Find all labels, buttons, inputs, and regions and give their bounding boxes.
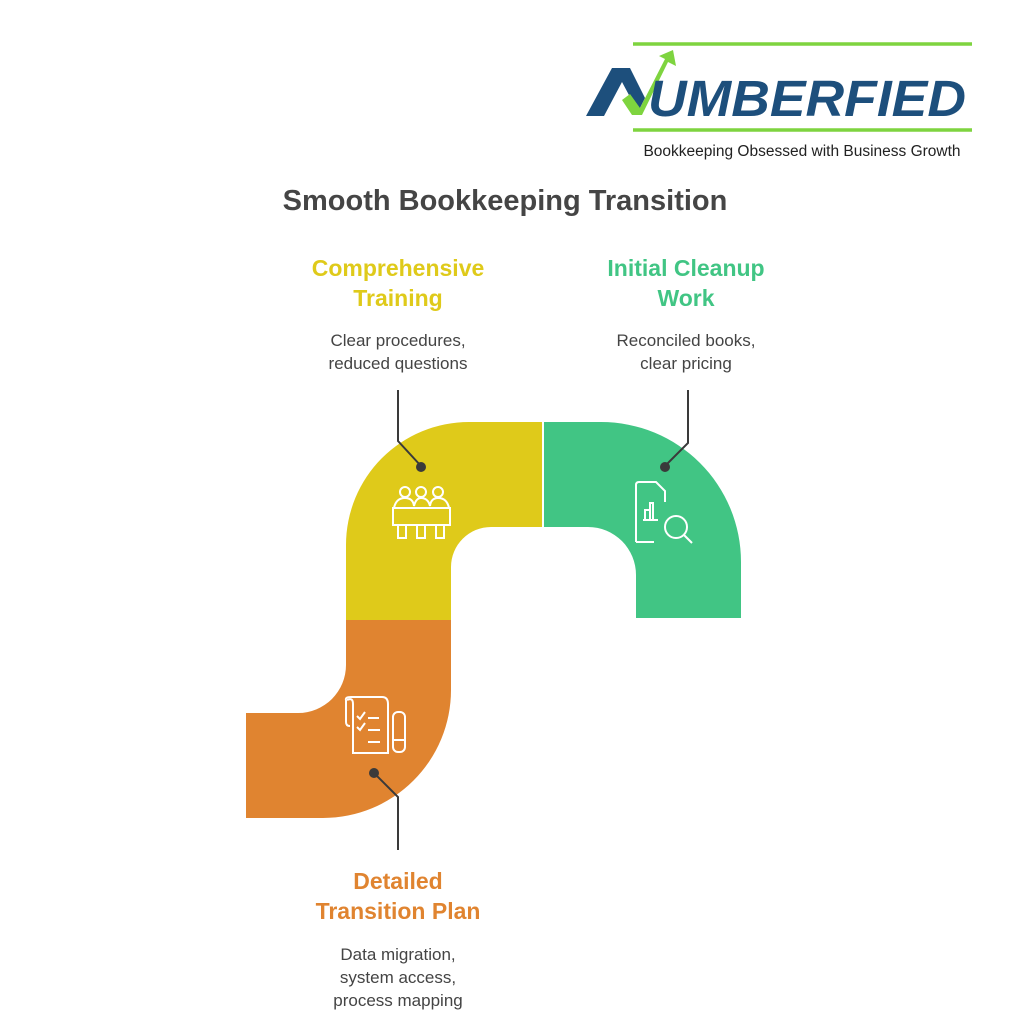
connector-dot-cleanup xyxy=(660,462,670,472)
segment-transition-plan xyxy=(246,620,451,818)
document-search-icon xyxy=(635,481,693,544)
logo-wordmark: UMBERFIED xyxy=(648,70,966,127)
description-line: Reconciled books, xyxy=(616,331,756,350)
description-line: system access, xyxy=(339,968,457,987)
step-cleanup-heading: Initial Cleanup Work xyxy=(556,253,816,313)
step-training-description: Clear procedures, reduced questions xyxy=(268,329,528,375)
checklist-pen-icon xyxy=(344,696,406,754)
connector-dot-training xyxy=(416,462,426,472)
description-line: reduced questions xyxy=(328,354,468,373)
logo-tagline: Bookkeeping Obsessed with Business Growt… xyxy=(643,143,961,160)
description-line: Clear procedures, xyxy=(330,331,466,350)
connector-transition-plan xyxy=(373,772,399,850)
heading-line: Detailed xyxy=(353,868,443,894)
step-transition-plan-heading: Detailed Transition Plan xyxy=(268,866,528,926)
heading-line: Work xyxy=(657,285,715,311)
description-line: process mapping xyxy=(333,991,463,1010)
step-transition-plan-description: Data migration, system access, process m… xyxy=(268,943,528,1012)
step-cleanup-description: Reconciled books, clear pricing xyxy=(556,329,816,375)
page-title: Smooth Bookkeeping Transition xyxy=(282,185,728,217)
step-training-heading: Comprehensive Training xyxy=(268,253,528,313)
heading-line: Initial Cleanup xyxy=(607,255,765,281)
heading-line: Training xyxy=(353,285,443,311)
segment-cleanup xyxy=(544,422,741,618)
connector-cleanup xyxy=(664,390,689,467)
logo-n-mark xyxy=(586,68,645,116)
segment-training xyxy=(346,422,542,620)
heading-line: Comprehensive xyxy=(311,255,485,281)
logo-arrow-icon xyxy=(622,50,676,115)
heading-line: Transition Plan xyxy=(315,898,481,924)
description-line: clear pricing xyxy=(640,354,732,373)
logo: UMBERFIED xyxy=(586,42,972,132)
connector-training xyxy=(397,390,422,467)
connector-dot-transition-plan xyxy=(369,768,379,778)
description-line: Data migration, xyxy=(340,945,456,964)
training-group-icon xyxy=(392,486,451,539)
